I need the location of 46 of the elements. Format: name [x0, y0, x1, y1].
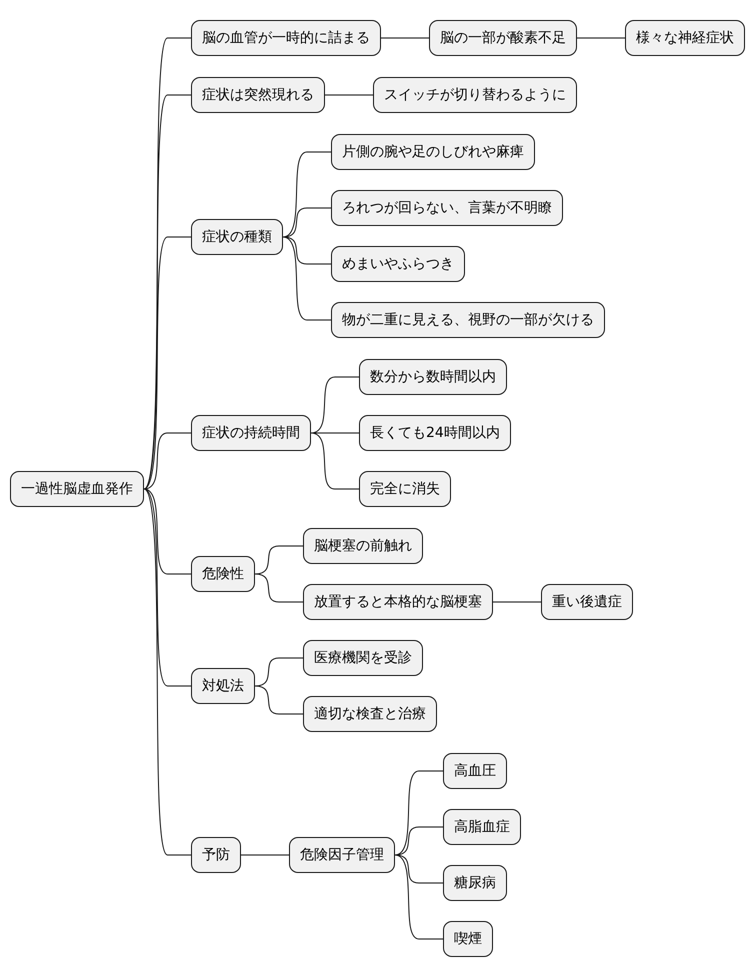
topic-box: 完全に消失	[359, 471, 451, 507]
topic-box: めまいやふらつき	[331, 246, 465, 282]
topic-box: ろれつが回らない、言葉が不明瞭	[331, 190, 563, 226]
connector-line	[240, 854, 290, 856]
connector-line	[144, 236, 192, 490]
topic-box: 脳の一部が酸素不足	[429, 20, 577, 56]
connector-line	[254, 686, 304, 714]
topic-box: 脳の血管が一時的に詰まる	[191, 20, 381, 56]
topic-box: 危険因子管理	[289, 837, 395, 873]
topic-box: 症状の持続時間	[191, 415, 311, 451]
topic-box: 糖尿病	[443, 865, 507, 901]
connector-line	[282, 236, 332, 320]
connector-line	[310, 376, 360, 434]
topic-box: 症状は突然現れる	[191, 77, 325, 113]
connector-line	[144, 488, 192, 574]
topic-box: 適切な検査と治療	[303, 696, 437, 732]
topic-box: スイッチが切り替わるように	[373, 77, 577, 113]
topic-box: 重い後遺症	[541, 584, 633, 620]
topic-box: 予防	[191, 837, 241, 873]
connector-line	[394, 770, 444, 856]
topic-box: 症状の種類	[191, 219, 283, 255]
topic-box: 高脂血症	[443, 809, 521, 845]
connector-line	[324, 94, 374, 96]
topic-box: 危険性	[191, 556, 255, 592]
topic-box: 対処法	[191, 668, 255, 704]
connector-line	[310, 432, 360, 490]
topic-box: 高血圧	[443, 753, 507, 789]
connector-line	[144, 488, 192, 686]
topic-box: 一過性脳虚血発作	[10, 471, 144, 507]
topic-box: 放置すると本格的な脳梗塞	[303, 584, 493, 620]
topic-box: 様々な神経症状	[625, 20, 745, 56]
connector-line	[144, 432, 192, 490]
connector-line	[394, 854, 444, 940]
topic-box: 喫煙	[443, 921, 493, 957]
topic-box: 片側の腕や足のしびれや麻痺	[331, 134, 535, 170]
connector-line	[394, 854, 444, 884]
topic-box: 長くても24時間以内	[359, 415, 511, 451]
topic-box: 数分から数時間以内	[359, 359, 507, 395]
connector-line	[144, 488, 192, 856]
topic-box: 医療機関を受診	[303, 640, 423, 676]
connector-line	[310, 432, 360, 434]
connector-line	[282, 236, 332, 264]
connector-line	[282, 152, 332, 238]
connector-line	[254, 574, 304, 602]
topic-box: 脳梗塞の前触れ	[303, 528, 423, 564]
topic-box: 物が二重に見える、視野の一部が欠ける	[331, 302, 605, 338]
